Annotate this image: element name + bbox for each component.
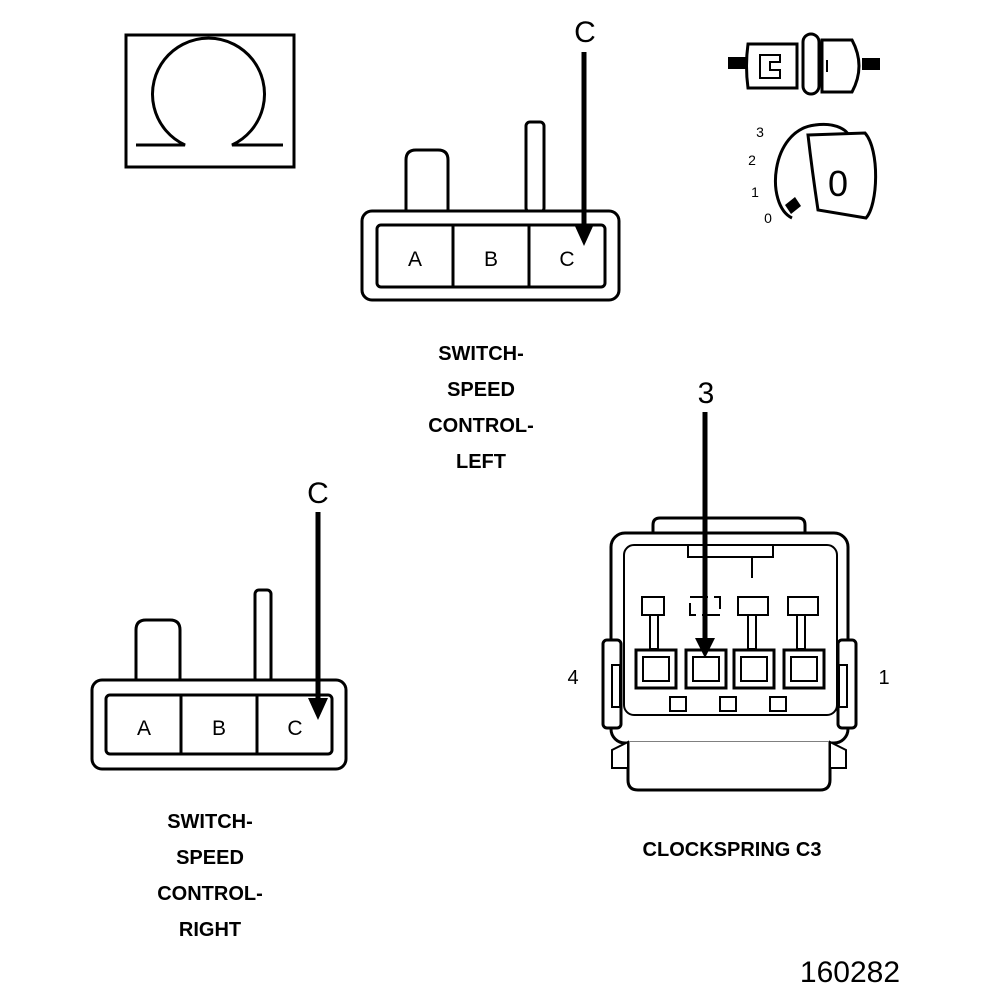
svg-text:CONTROL-: CONTROL- (428, 415, 534, 437)
key-number-0: 0 (764, 210, 772, 226)
right-callout-label: C (307, 477, 329, 510)
clockspring-connector: 3 4 1 (567, 377, 890, 792)
figure-number: 160282 (800, 956, 900, 989)
key-position-label: 0 (828, 163, 848, 204)
key-number-2: 2 (748, 152, 756, 168)
clockspring-callout-arrow (695, 638, 715, 658)
clockspring-caption: CLOCKSPRING C3 (643, 839, 822, 861)
right-switch-caption: SWITCH- SPEED CONTROL- RIGHT (157, 811, 263, 941)
right-pin-a: A (137, 717, 151, 740)
svg-text:SPEED: SPEED (447, 379, 515, 401)
svg-text:SPEED: SPEED (176, 847, 244, 869)
clockspring-callout-label: 3 (698, 377, 715, 410)
left-callout-label: C (574, 16, 596, 49)
left-pin-c: C (559, 248, 574, 271)
switch-connector-icon (728, 32, 880, 96)
clockspring-side-label-left: 4 (567, 667, 578, 689)
ignition-key-icon: 3 2 1 0 0 (748, 122, 878, 226)
left-switch-caption: SWITCH- SPEED CONTROL- LEFT (428, 343, 534, 473)
left-switch-connector: A B C C (360, 16, 621, 302)
svg-text:LEFT: LEFT (456, 451, 506, 473)
svg-text:SWITCH-: SWITCH- (438, 343, 524, 365)
left-pin-a: A (408, 248, 422, 271)
right-pin-b: B (212, 717, 226, 740)
right-pin-c: C (287, 717, 302, 740)
key-number-3: 3 (756, 124, 764, 140)
svg-text:RIGHT: RIGHT (179, 919, 241, 941)
svg-text:SWITCH-: SWITCH- (167, 811, 253, 833)
ohmmeter-icon (124, 33, 296, 169)
clockspring-side-label-right: 1 (878, 667, 889, 689)
svg-text:CONTROL-: CONTROL- (157, 883, 263, 905)
left-callout-arrow (574, 224, 594, 246)
left-pin-b: B (484, 248, 498, 271)
right-switch-connector: A B C C (90, 477, 348, 771)
right-callout-arrow (308, 698, 328, 720)
key-number-1: 1 (751, 184, 759, 200)
